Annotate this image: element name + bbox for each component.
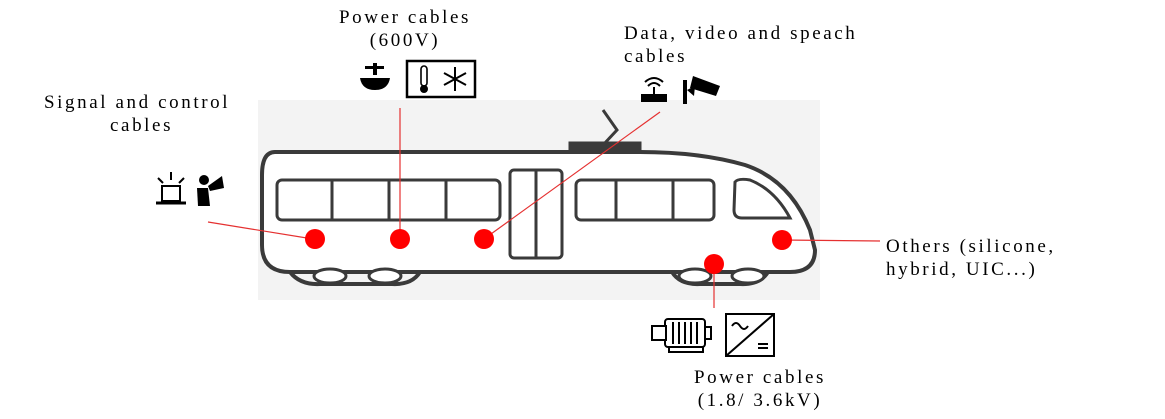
marker-data (474, 229, 494, 249)
label-data-line1: Data, video and speach (624, 23, 858, 44)
beacon-light-icon (156, 172, 186, 205)
label-signal-line2: cables (110, 115, 174, 136)
train-body (260, 150, 818, 287)
label-powerhv-line1: Power cables (694, 367, 826, 388)
leader-line-others (781, 239, 881, 242)
leader-line-signal (207, 221, 314, 240)
label-powerhv-line2: (1.8/ 3.6kV) (697, 390, 823, 411)
label-signal-line1: Signal and control (44, 92, 231, 113)
marker-powerhv (704, 254, 724, 274)
label-power-cables-600v: Power cables (600V) (335, 6, 475, 52)
leader-line-data (483, 111, 661, 240)
security-camera-icon (683, 76, 720, 104)
label-power-cables-hv: Power cables (1.8/ 3.6kV) (675, 366, 845, 412)
megaphone-person-icon (197, 175, 224, 206)
cable-markers (305, 229, 792, 274)
wifi-router-icon (641, 77, 667, 102)
label-data-line2: cables (624, 46, 688, 67)
label-signal-control-cables: Signal and control cables (44, 91, 230, 137)
marker-others (772, 230, 792, 250)
sink-faucet-icon (360, 63, 390, 90)
marker-power600 (390, 229, 410, 249)
label-data-video-speach-cables: Data, video and speach cables (624, 22, 857, 68)
label-others-line1: Others (silicone, (886, 236, 1056, 257)
marker-signal (305, 229, 325, 249)
label-others: Others (silicone, hybrid, UIC...) (886, 235, 1056, 281)
label-others-line2: hybrid, UIC...) (886, 259, 1038, 280)
thermometer-snowflake-icon (405, 59, 477, 99)
label-power600-line1: Power cables (339, 7, 471, 28)
label-power600-line2: (600V) (369, 30, 441, 51)
electric-motor-icon (651, 318, 712, 353)
ac-dc-converter-icon (725, 313, 775, 357)
